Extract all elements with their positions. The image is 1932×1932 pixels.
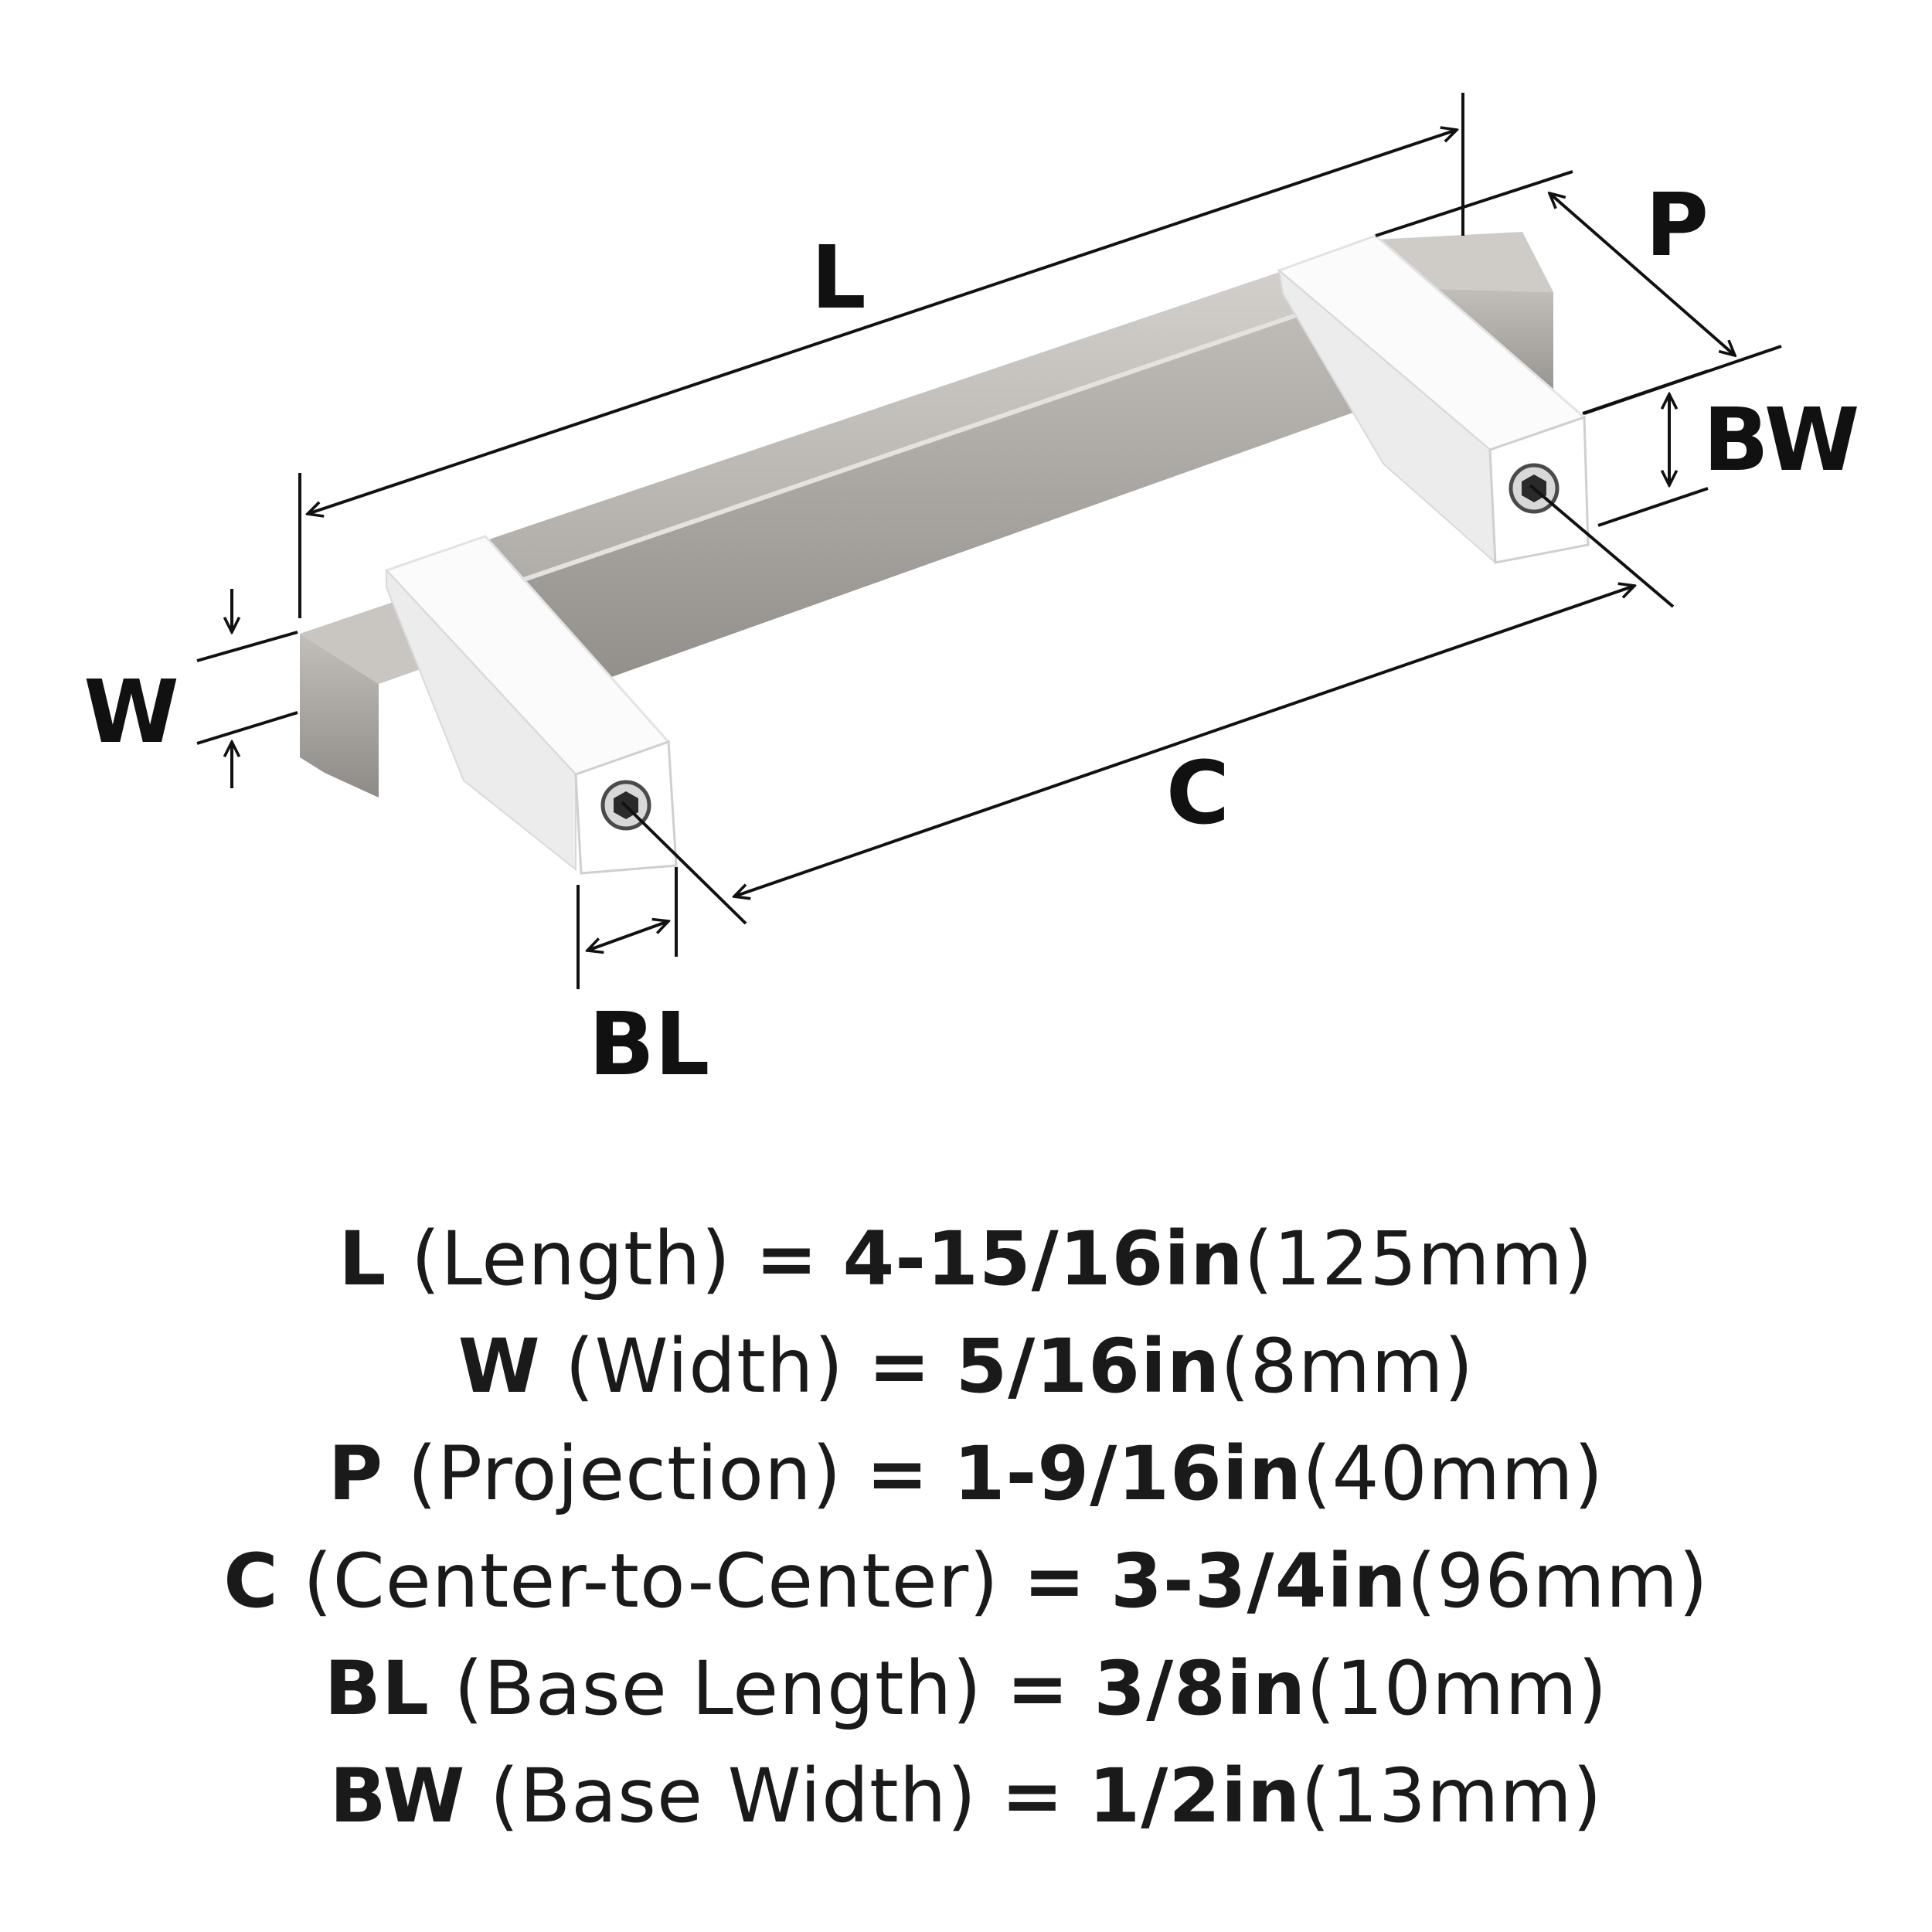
C-dimension-arrow [734,586,1634,896]
label-C: C [1166,743,1230,844]
spec-inches: 3-3/4in [1111,1538,1407,1624]
W-extension-bottom [196,711,298,745]
spec-equals: = [1001,1753,1064,1839]
spec-code: C [223,1538,279,1624]
BL-dimension-arrow [587,921,668,951]
spec-equals: = [866,1430,930,1517]
label-P: P [1645,175,1709,276]
spec-millimeters: (8mm) [1220,1323,1475,1410]
BW-extension-top [1582,369,1709,415]
spec-millimeters: (125mm) [1243,1216,1594,1302]
spec-inches: 4-15/16in [842,1216,1244,1302]
L-dimension-arrow [308,130,1457,514]
spec-description: (Projection) [407,1430,842,1517]
label-BL: BL [589,995,710,1095]
spec-code: L [338,1216,387,1302]
spec-line: C (Center-to-Center) = 3-3/4in(96mm) [0,1528,1932,1635]
BW-extension-bottom [1597,487,1709,527]
spec-code: BL [324,1645,430,1732]
spec-code: P [328,1430,384,1517]
spec-line: L (Length) = 4-15/16in(125mm) [0,1206,1932,1313]
spec-line: W (Width) = 5/16in(8mm) [0,1313,1932,1420]
label-W: W [83,662,179,763]
spec-inches: 5/16in [955,1323,1221,1410]
spec-inches: 1/2in [1088,1753,1301,1839]
spec-inches: 1-9/16in [953,1430,1303,1517]
spec-millimeters: (13mm) [1301,1753,1603,1839]
P-dimension-arrow [1549,193,1735,355]
spec-description: (Center-to-Center) [303,1538,999,1624]
spec-millimeters: (10mm) [1306,1645,1608,1732]
bar-left-end-front [300,634,379,798]
spec-millimeters: (96mm) [1406,1538,1709,1624]
spec-code: W [457,1323,541,1410]
spec-equals: = [755,1216,818,1302]
spec-description: (Length) [410,1216,731,1302]
spec-inches: 3/8in [1094,1645,1307,1732]
left-base-side [386,568,577,872]
spec-code: BW [329,1753,466,1839]
spec-millimeters: (40mm) [1302,1430,1604,1517]
spec-line: BL (Base Length) = 3/8in(10mm) [0,1635,1932,1743]
pull-handle [300,232,1590,875]
P-extension-top [1375,170,1573,237]
spec-line: P (Projection) = 1-9/16in(40mm) [0,1420,1932,1528]
specifications-list: L (Length) = 4-15/16in(125mm)W (Width) =… [0,1206,1932,1850]
C-screw-leader-left [621,801,747,925]
dimension-lines [196,93,1782,989]
spec-description: (Base Length) [454,1645,982,1732]
spec-equals: = [1006,1645,1070,1732]
spec-description: (Base Width) [489,1753,977,1839]
W-extension-top [196,631,298,662]
C-screw-leader-right [1529,484,1675,608]
label-BW: BW [1703,390,1860,491]
label-L: L [811,228,866,328]
cabinet-pull-dimension-diagram: L P BW W C BL [83,93,1860,1095]
spec-equals: = [868,1323,931,1410]
spec-equals: = [1023,1538,1087,1624]
spec-description: (Width) [565,1323,845,1410]
spec-line: BW (Base Width) = 1/2in(13mm) [0,1743,1932,1850]
